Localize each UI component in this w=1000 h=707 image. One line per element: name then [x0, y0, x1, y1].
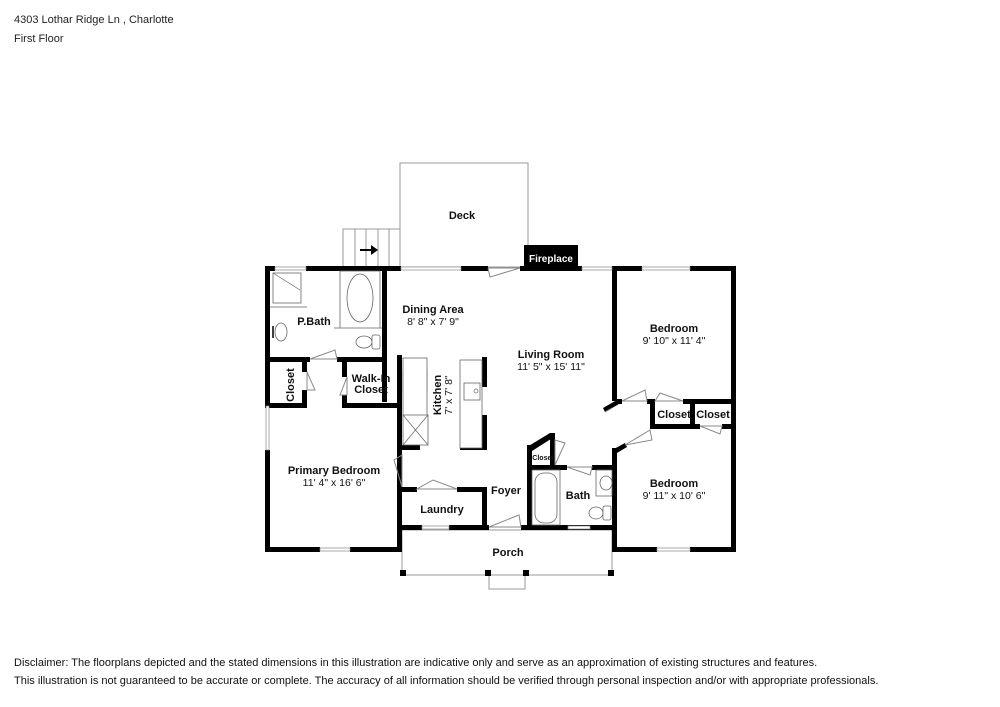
disclaimer-line-2: This illustration is not guaranteed to b…: [14, 675, 879, 687]
room-dims-dining: 8' 8" x 7' 9": [407, 316, 459, 328]
room-label-kitchen: Kitchen: [432, 375, 444, 416]
deck-stairs: [342, 228, 401, 268]
sink-icon: [272, 322, 288, 342]
room-label-closet-right-2: Closet: [696, 409, 730, 421]
toilet-icon: [355, 334, 381, 350]
room-dims-bedroom-top: 9' 10" x 11' 4": [643, 335, 706, 347]
room-dims-bedroom-bottom: 9' 11" x 10' 6": [643, 490, 706, 502]
room-label-primary-bedroom: Primary Bedroom: [288, 465, 381, 477]
room-label-bath: Bath: [566, 490, 591, 502]
doors: [306, 267, 723, 528]
kitchen-sink-icon: [463, 382, 481, 401]
room-label-walk-in-line1: Walk-In: [352, 373, 391, 385]
interior-walls: [265, 266, 736, 552]
bathtub-icon-hall-bath: [531, 469, 561, 526]
room-label-closet-left: Closet: [285, 368, 297, 402]
arrow-right-icon: [360, 245, 378, 255]
room-label-closet-right-1: Closet: [657, 409, 691, 421]
porch: Porch: [400, 529, 614, 590]
disclaimer-line-1: Disclaimer: The floorplans depicted and …: [14, 657, 818, 669]
bathtub-icon: [339, 270, 381, 329]
room-label-laundry: Laundry: [420, 504, 464, 516]
room-label-bedroom-bottom: Bedroom: [650, 478, 699, 490]
room-labels: P.Bath Dining Area 8' 8" x 7' 9" Living …: [285, 304, 730, 516]
room-label-closet-hall: Closet: [532, 455, 554, 462]
room-label-dining: Dining Area: [402, 304, 464, 316]
floor-label: First Floor: [14, 33, 64, 45]
room-label-fireplace: Fireplace: [529, 254, 573, 265]
fixtures: [270, 270, 613, 526]
sink-icon-hall-bath: [595, 469, 613, 497]
property-address: 4303 Lothar Ridge Ln , Charlotte: [14, 14, 174, 26]
windows: [265, 266, 691, 552]
room-label-bedroom-top: Bedroom: [650, 323, 699, 335]
deck: Deck: [399, 162, 529, 268]
fireplace: Fireplace: [524, 245, 578, 269]
room-dims-kitchen: 7' x 7' 8": [443, 375, 455, 415]
room-dims-primary-bedroom: 11' 4" x 16' 6": [303, 477, 366, 489]
exterior-walls: [265, 266, 736, 552]
room-label-deck: Deck: [449, 210, 476, 222]
room-label-living: Living Room: [518, 349, 585, 361]
room-label-walk-in-line2: Closet: [354, 384, 388, 396]
room-dims-living: 11' 5" x 15' 11": [517, 361, 585, 373]
refrigerator-icon: [402, 414, 429, 446]
toilet-icon-hall-bath: [588, 505, 612, 521]
room-label-foyer: Foyer: [491, 485, 522, 497]
shower-icon: [272, 272, 302, 304]
room-label-p-bath: P.Bath: [297, 316, 331, 328]
room-label-porch: Porch: [492, 547, 523, 559]
